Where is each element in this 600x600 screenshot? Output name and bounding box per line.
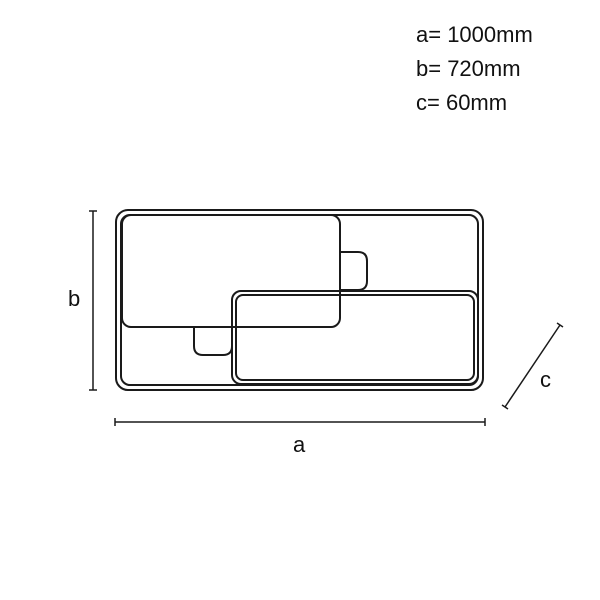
spec-a: a= 1000mm [416,22,533,47]
dimension-c-label: c [540,367,551,392]
dimension-b-label: b [68,286,81,311]
spec-c: c= 60mm [416,90,508,115]
lower-tab [193,327,233,356]
dimension-a-label: a [293,432,306,457]
dimension-c-line [501,322,564,410]
spec-b: b= 720mm [416,56,521,81]
bottom-right-panel-inner [235,294,475,381]
right-tab [340,251,368,291]
dimension-b-line [89,210,97,391]
dimension-a-line [114,418,486,426]
dimension-specs: a= 1000mm b= 720mm c= 60mm [416,18,533,120]
outer-frame-outer [115,209,484,391]
outer-frame-inner [120,214,479,386]
bottom-right-panel-outer [231,290,479,385]
